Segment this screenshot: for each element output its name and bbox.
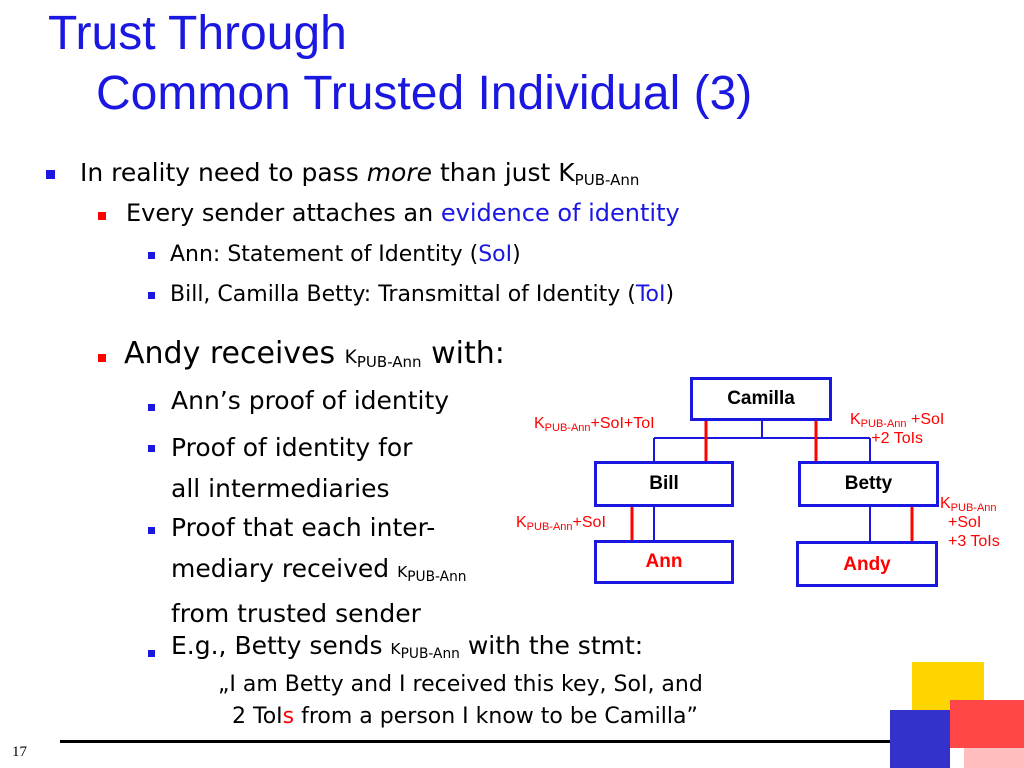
bullet-square-s4	[148, 650, 155, 657]
slide-title: Trust Through Common Trusted Individual …	[48, 4, 752, 124]
slide-number: 17	[12, 744, 27, 760]
quote-line-2: 2 ToIs from a person I know to be Camill…	[232, 704, 698, 729]
bullet-ann-soi: Ann: Statement of Identity (SoI)	[170, 242, 521, 267]
bullet-ann-proof: Ann’s proof of identity	[171, 386, 450, 415]
bullet-bill-toi: Bill, Camilla Betty: Transmittal of Iden…	[170, 282, 675, 307]
node-camilla: Camilla	[690, 377, 832, 421]
node-ann: Ann	[594, 540, 734, 584]
bullet-betty-example: E.g., Betty sends KPUB-Ann with the stmt…	[171, 631, 644, 662]
label-camilla-transfer: KPUB-Ann+SoI+ToI	[534, 415, 655, 434]
bullet-square-s1	[148, 404, 155, 411]
node-betty: Betty	[798, 461, 939, 507]
bullet-square-1	[46, 170, 55, 179]
bullet-andy-receives: Andy receives KPUB-Ann with:	[124, 336, 505, 371]
bullet-square-3a	[148, 252, 155, 259]
node-andy: Andy	[796, 541, 938, 587]
bullet-square-2	[98, 212, 106, 220]
title-line-1: Trust Through	[48, 7, 347, 60]
bullet-square-4	[98, 354, 106, 362]
label-bill-transfer: KPUB-Ann+SoI	[516, 514, 606, 533]
title-line-2: Common Trusted Individual (3)	[96, 67, 753, 120]
bullet-intermediaries-proof: Proof of identity for all intermediaries	[171, 433, 413, 503]
bullet-each-received: Proof that each inter- mediary received …	[171, 513, 467, 628]
quote-line-1: „I am Betty and I received this key, SoI…	[218, 672, 703, 697]
node-bill: Bill	[594, 461, 734, 507]
deco-square-pink	[964, 748, 1024, 768]
bullet-sender-attaches: Every sender attaches an evidence of ide…	[126, 199, 680, 227]
label-betty-transfer: KPUB-Ann +SoI +2 ToIs	[850, 411, 945, 447]
bullet-square-3b	[148, 292, 155, 299]
deco-square-blue	[890, 710, 950, 768]
bullet-square-s2	[148, 445, 155, 452]
deco-square-red	[950, 700, 1024, 748]
footer-rule	[60, 740, 1024, 743]
bullet-square-s3	[148, 527, 155, 534]
bullet-need-more: In reality need to pass more than just K…	[80, 158, 640, 189]
label-andy-transfer: KPUB-Ann +SoI +3 ToIs	[940, 495, 1000, 550]
